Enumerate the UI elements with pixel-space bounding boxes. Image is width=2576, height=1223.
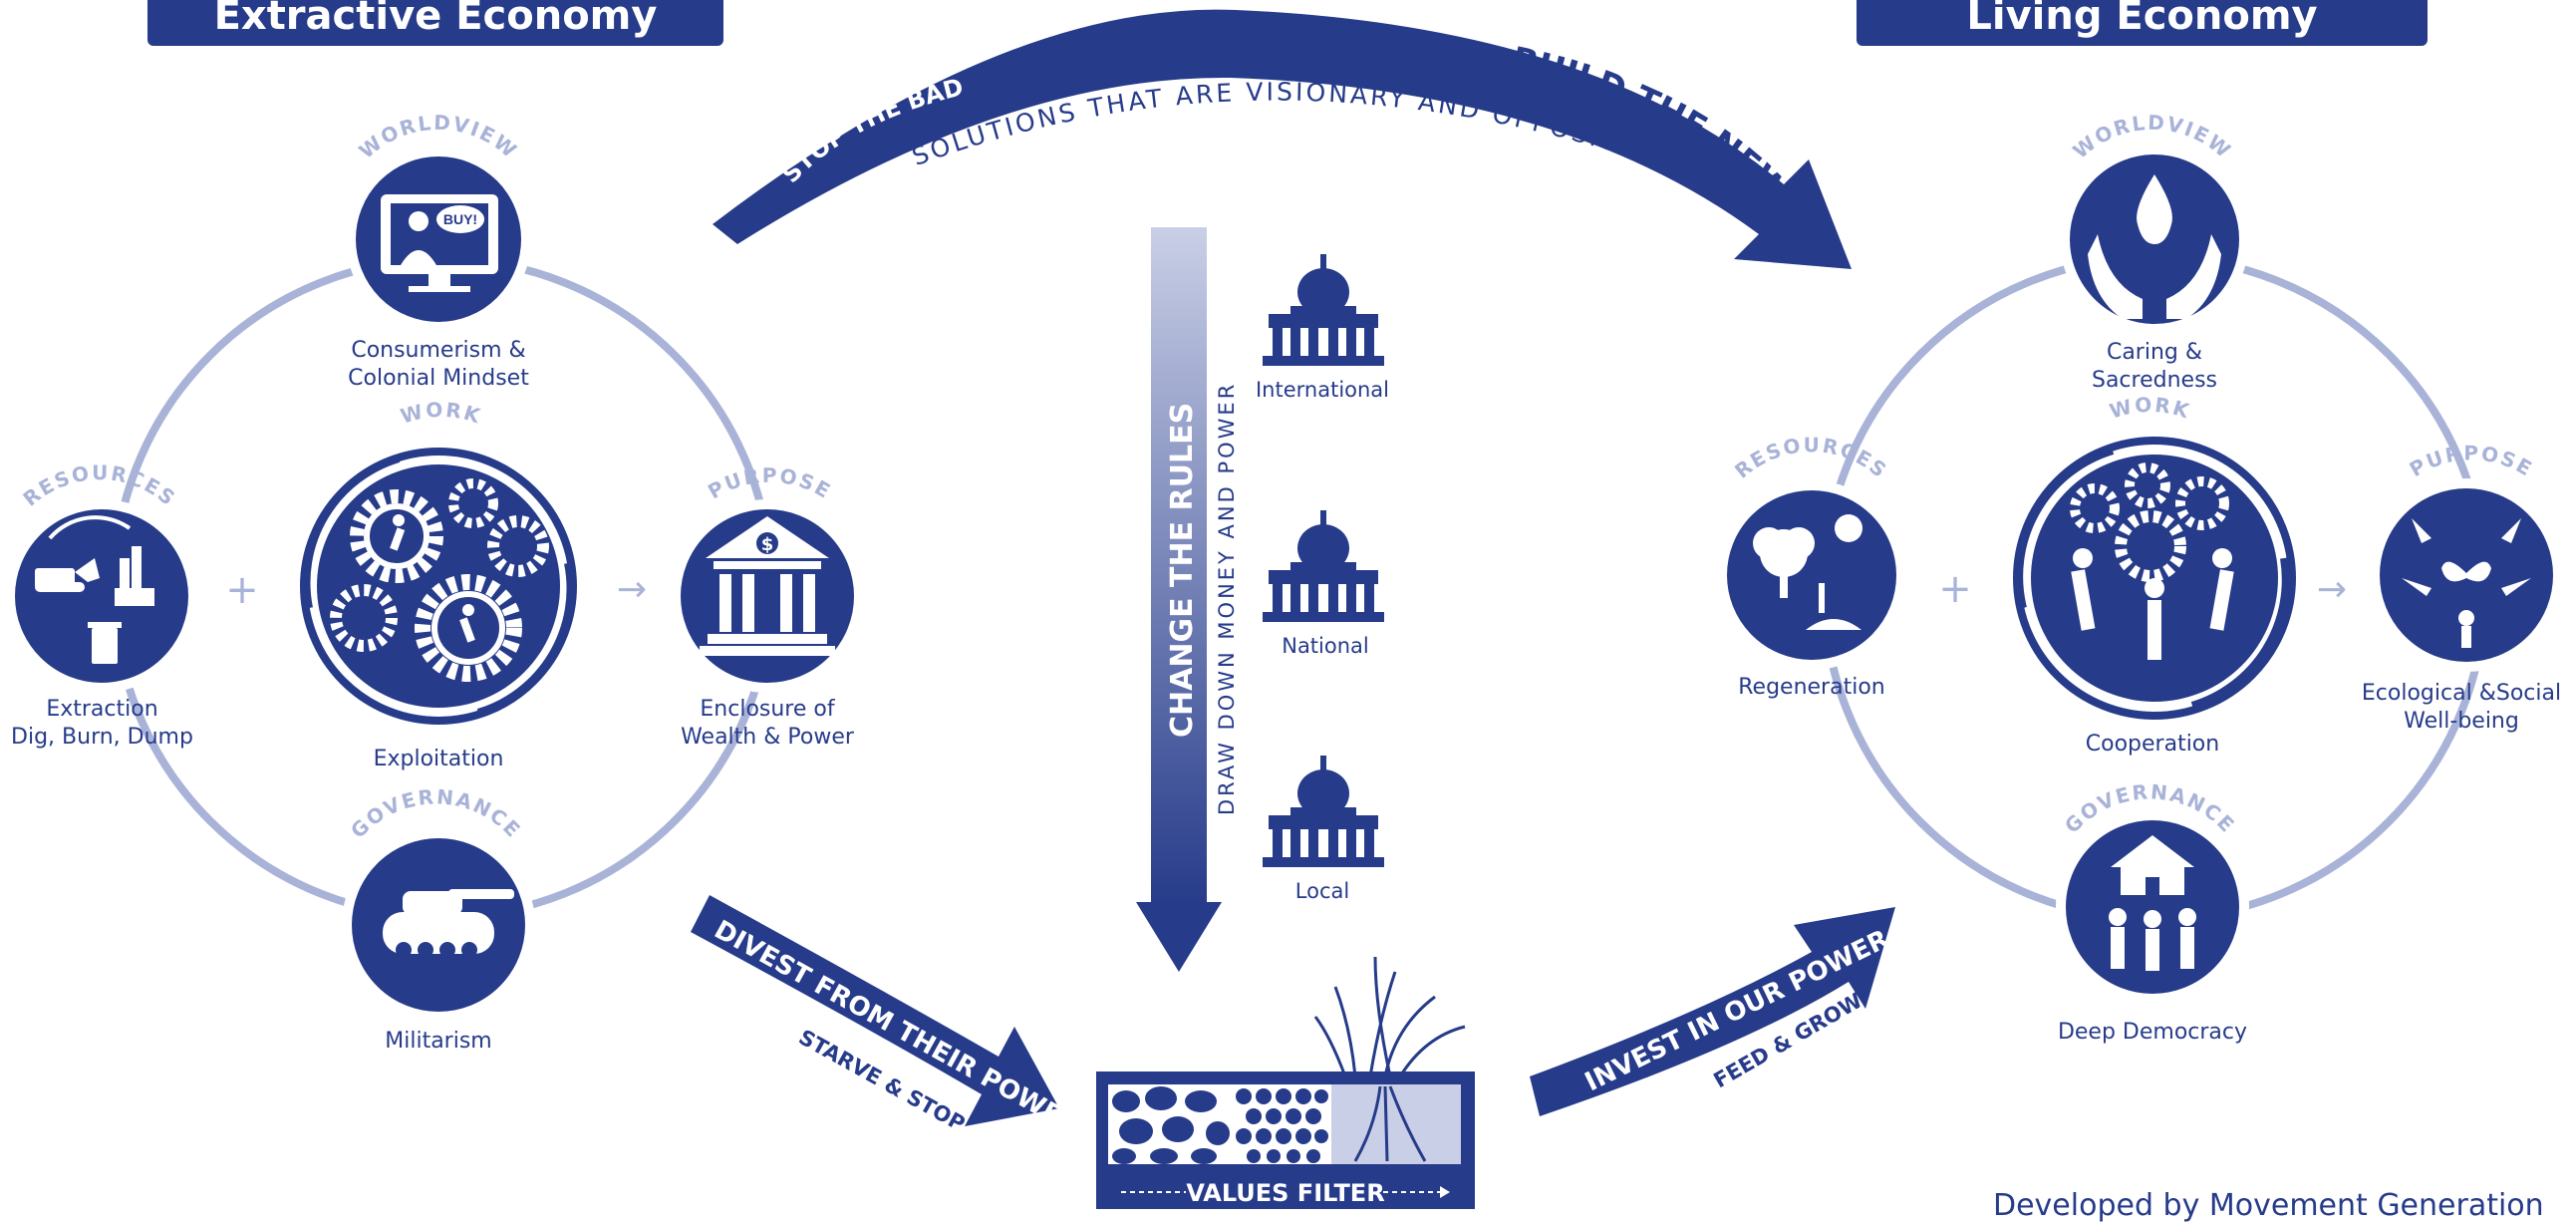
change-rules-arrowhead: [1136, 902, 1222, 972]
gears-icon: [330, 478, 549, 682]
extractive-economy-title: Extractive Economy: [147, 0, 723, 46]
cooperation-gears-icon: [2070, 462, 2229, 582]
governance-label-left: Militarism: [339, 1028, 538, 1056]
governance-label-right-line1: Deep Democracy: [2057, 1020, 2248, 1045]
capitol-international-icon: [1263, 254, 1384, 366]
people-holding-house-icon: [2109, 835, 2196, 971]
values-filter-graphic: [1096, 956, 1475, 1209]
values-filter-label: VALUES FILTER: [1186, 1179, 1384, 1207]
resources-label-left-line1: Extraction: [46, 697, 158, 722]
work-label-right: Cooperation: [2053, 731, 2252, 759]
resources-label-left-line2: Dig, Burn, Dump: [11, 724, 193, 750]
work-label-left: Exploitation: [339, 746, 538, 773]
tv-monitor-icon: [381, 194, 498, 292]
tree-regeneration-icon: [1753, 514, 1862, 630]
work-label-left-line1: Exploitation: [373, 747, 504, 771]
buy-bubble-text: BUY!: [443, 211, 477, 227]
capitol-local-icon: [1263, 756, 1384, 867]
values-filter-arrowhead: [1440, 1186, 1450, 1198]
purpose-label-right: Ecological &Social Well-being: [2347, 680, 2576, 735]
divest-label: DIVEST FROM THEIR POWER: [710, 915, 1084, 1141]
purpose-label-left: Enclosure of Wealth & Power: [658, 696, 877, 751]
level-international-label: International: [1256, 378, 1389, 402]
butterfly-birds-icon: [2402, 518, 2531, 648]
resources-label-right-line1: Regeneration: [1738, 675, 1885, 700]
plus-sign-right: +: [1938, 566, 1972, 612]
arrow-sign-left: →: [617, 569, 647, 610]
arrow-sign-right: →: [2317, 569, 2347, 610]
worldview-label-right-line2: Sacredness: [2091, 367, 2217, 393]
resources-disc-right: [1717, 480, 1906, 670]
worker-figure-icon: [390, 514, 475, 643]
tank-icon: [383, 889, 514, 958]
resources-label-right: Regeneration: [1712, 674, 1911, 702]
worldview-label-right: Caring & Sacredness: [2055, 339, 2254, 394]
purpose-label-left-line2: Wealth & Power: [681, 724, 854, 750]
level-local-label: Local: [1295, 879, 1349, 903]
plus-sign-left: +: [225, 567, 259, 613]
capitol-national-icon: [1263, 510, 1384, 622]
level-national-label: National: [1282, 634, 1369, 658]
work-cycle-arrow-right: [476, 562, 575, 717]
credit-line: Developed by Movement Generation: [1993, 1188, 2544, 1223]
dollar-sign-icon: $: [761, 534, 774, 555]
governance-label-left-line1: Militarism: [385, 1029, 492, 1054]
resources-tag-right: RESOURCES: [1730, 433, 1892, 483]
work-cycle-arrow-left: [302, 455, 401, 609]
governance-label-right: Deep Democracy: [2033, 1019, 2272, 1047]
divest-arrow: [691, 895, 1059, 1126]
resources-label-left: Extraction Dig, Burn, Dump: [0, 696, 204, 751]
purpose-tag-left: PURPOSE: [704, 463, 836, 504]
work-cycle-arrow-right-right: [2190, 557, 2290, 710]
work-cycle-arrow-right-left: [2015, 447, 2115, 609]
work-tag-left: WORK: [398, 398, 484, 429]
worldview-label-left-line2: Colonial Mindset: [348, 365, 529, 391]
cooperating-people-icon: [2071, 548, 2234, 660]
work-tag-right: WORK: [2107, 393, 2193, 424]
worldview-label-right-line1: Caring &: [2106, 340, 2203, 365]
invest-arrow: [1530, 907, 1895, 1116]
living-economy-title: Living Economy: [1857, 0, 2428, 46]
change-the-rules-label: CHANGE THE RULES: [1165, 403, 1200, 738]
hands-drop-icon: [2088, 174, 2221, 319]
extraction-icon: [35, 515, 154, 664]
resources-disc-left: [5, 499, 198, 693]
work-label-right-line1: Cooperation: [2085, 732, 2220, 757]
draw-down-label: DRAW DOWN MONEY AND POWER: [1215, 382, 1239, 815]
purpose-label-right-line2: Well-being: [2404, 708, 2519, 734]
worldview-label-left-line1: Consumerism &: [351, 338, 526, 363]
top-arc-arrow: [713, 9, 1852, 269]
governance-disc-right: [2056, 810, 2249, 1004]
bank-icon: [700, 516, 835, 656]
purpose-label-left-line1: Enclosure of: [700, 697, 835, 722]
purpose-tag-right: PURPOSE: [2406, 441, 2538, 481]
change-rules-shaft: [1151, 227, 1207, 905]
worldview-label-left: Consumerism & Colonial Mindset: [319, 337, 558, 392]
purpose-label-right-line1: Ecological &Social: [2361, 681, 2562, 706]
